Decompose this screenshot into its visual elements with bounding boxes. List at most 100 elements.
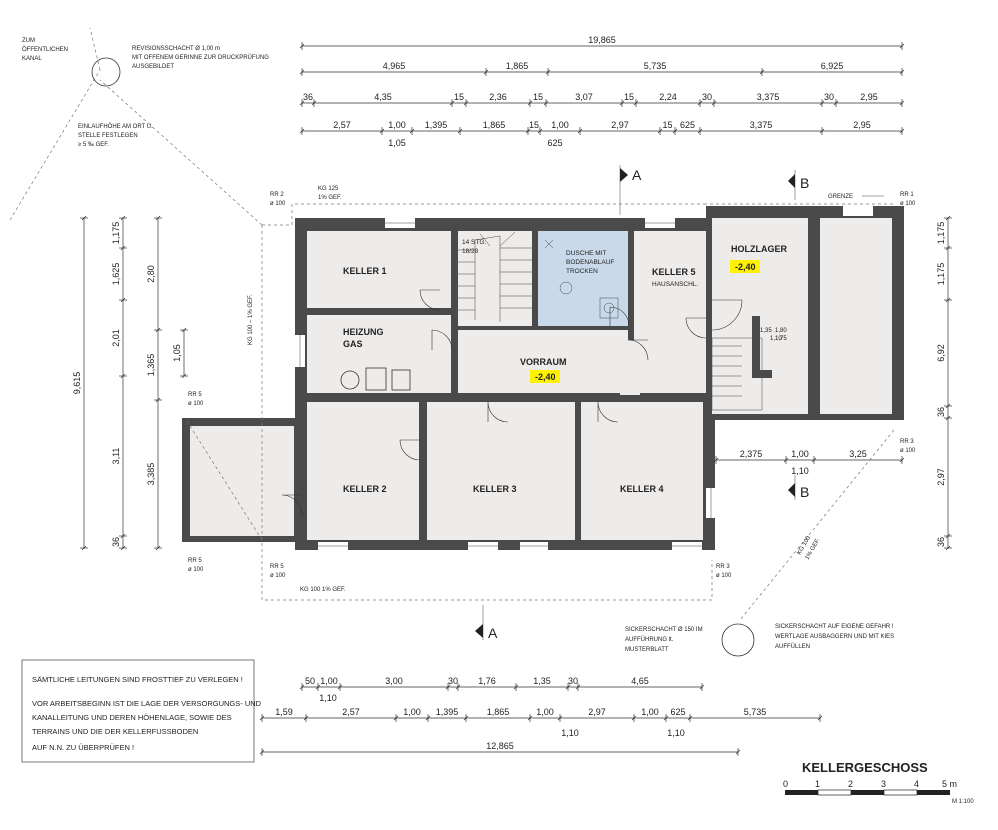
dim-top-row2-1: 1,865 (506, 61, 529, 71)
revision-shaft (91, 57, 121, 87)
note-sicker-3: MUSTERBLATT (625, 647, 669, 653)
room-holzlager: HOLZLAGER (731, 244, 787, 254)
rr5-size-2: ø 100 (188, 567, 204, 573)
dim-left-total-0: 9,615 (72, 372, 82, 395)
room-heizung: HEIZUNG (343, 327, 384, 337)
stairs-holzlager (711, 316, 772, 411)
note-einlauf-3: ≥ 5 ‰ GEF. (78, 142, 109, 148)
room-vorraum: VORRAUM (520, 357, 567, 367)
dim-top-row4-3: 1,865 (483, 120, 506, 130)
note-revision-2: MIT OFFENEM GERINNE ZUR DRUCKPRÜFUNG (132, 54, 269, 61)
dim-top-row3-7: 2,24 (659, 92, 677, 102)
dim-left-outer-1: 1,625 (111, 263, 121, 286)
note-line-2: VOR ARBEITSBEGINN IST DIE LAGE DER VERSO… (32, 699, 262, 708)
scale-tick-0: 0 (783, 779, 788, 789)
rr5-label-2: RR 5 (188, 558, 202, 564)
dim-bottom-row2-6: 2,97 (588, 707, 606, 717)
dim-bottom-row2-0: 1,59 (275, 707, 293, 717)
dim-left-inner-0: 1,05 (172, 344, 182, 362)
scale-tick-4: 4 (914, 779, 919, 789)
note-line-1: SÄMTLICHE LEITUNGEN SIND FROSTTIEF ZU VE… (32, 675, 243, 684)
dim-right-0: 1,175 (936, 222, 946, 245)
dim-top-row3-5: 3,07 (575, 92, 593, 102)
level-marker-holzlager (730, 260, 760, 273)
dim-left-outer-0: 1,175 (111, 222, 121, 245)
dim-left-outer-2: 2,01 (111, 329, 121, 347)
dim-bottom-row1b: 1,10 (319, 693, 337, 703)
room-labels: KELLER 1 HEIZUNG GAS 14 STG. 18/28 DUSCH… (343, 239, 787, 494)
dim-top-row3-0: 36 (303, 92, 313, 102)
section-a-top: A (632, 167, 642, 183)
seepage-shaft (721, 623, 755, 657)
notes-box: SÄMTLICHE LEITUNGEN SIND FROSTTIEF ZU VE… (21, 659, 262, 763)
note-line-5: AUF N.N. ZU ÜBERPRÜFEN ! (32, 743, 134, 752)
room-keller-1: KELLER 1 (343, 266, 387, 276)
dim-left-mid-1: 1,365 (146, 354, 156, 377)
dim-bottom-row1-5: 1,35 (533, 676, 551, 686)
note-line-3: KANALLEITUNG UND DEREN HÖHENLAGE, SOWIE … (32, 713, 232, 722)
building (182, 206, 904, 550)
dim-top-row3-11: 2,95 (860, 92, 878, 102)
shower-label-2: BODENABLAUF (566, 259, 614, 266)
dim-top-row4b-0: 1,05 (388, 138, 406, 148)
dim-bottom-row2-9: 5,735 (744, 707, 767, 717)
tank-icon (365, 367, 387, 391)
scale-ratio: M 1:100 (952, 799, 974, 805)
dim-bottom-row1-7: 4,65 (631, 676, 649, 686)
rr5-label-1: RR 5 (188, 392, 202, 398)
room-keller-3: KELLER 3 (473, 484, 517, 494)
dim-top-row4-8: 625 (680, 120, 695, 130)
room-keller-4: KELLER 4 (620, 484, 664, 494)
dim-top-row4-1: 1,00 (388, 120, 406, 130)
grenze-label: GRENZE (828, 194, 853, 200)
note-kanal-3: KANAL (22, 56, 42, 62)
rr3-size-2: ø 100 (716, 573, 732, 579)
dim-bottom-row1-6: 30 (568, 676, 578, 686)
note-sicker-2: AUFFÜHRUNG lt. (625, 636, 674, 643)
rr1-label: RR 1 (900, 192, 914, 198)
boiler-icon (340, 370, 360, 390)
rr5-label-3: RR 5 (270, 564, 284, 570)
toilet-icon (559, 281, 573, 295)
dim-top-row3-10: 30 (824, 92, 834, 102)
dim-bottom-row2-7: 1,00 (641, 707, 659, 717)
stairs-dim-4: 1,75 (775, 336, 787, 342)
dim-top-row3-1: 4,35 (374, 92, 392, 102)
note-revision-1: REVISIONSSCHACHT Ø 1,00 m (132, 46, 220, 52)
dim-top-row4-6: 2,97 (611, 120, 629, 130)
dim-bottom-row2-5: 1,00 (536, 707, 554, 717)
rr3-size-1: ø 100 (900, 448, 916, 454)
dim-left-mid-0: 2,80 (146, 265, 156, 283)
level-holzlager: -2,40 (735, 262, 756, 272)
dim-bottom-row2b-1: 1,10 (667, 728, 685, 738)
dim-bottom-row2-8: 625 (670, 707, 685, 717)
dim-top-total-0: 19,865 (588, 35, 616, 45)
page-title: KELLERGESCHOSS (802, 760, 928, 775)
shower-label-1: DUSCHE MIT (566, 250, 606, 257)
note-eigen-3: AUFFÜLLEN (775, 643, 810, 650)
stairs-label: 14 STG. (462, 239, 486, 246)
shower-icon (544, 239, 554, 249)
tank-icon-2 (391, 369, 411, 391)
dim-top-row3-2: 15 (454, 92, 464, 102)
dim-top-row4-7: 15 (662, 120, 672, 130)
stairs-main (458, 231, 532, 322)
dim-left-mid-2: 3,385 (146, 463, 156, 486)
section-b-bottom: B (800, 484, 809, 500)
room-keller-5: KELLER 5 (652, 267, 696, 277)
stairs-dim-2: 1,80 (775, 328, 787, 334)
note-einlauf-2: STELLE FESTLEGEN (78, 133, 138, 139)
section-b-top: B (800, 175, 809, 191)
dim-top-row4-10: 2,95 (853, 120, 871, 130)
section-markers: A A B B (475, 165, 809, 641)
room-keller-5-sub: HAUSANSCHL. (652, 281, 698, 288)
note-eigen-2: WERTLAGE AUSBAGGERN UND MIT KIES (775, 634, 894, 640)
dim-top-row3-8: 30 (702, 92, 712, 102)
dim-top-row4-5: 1,00 (551, 120, 569, 130)
shower-floor (538, 231, 628, 326)
dim-right-4: 2,97 (936, 468, 946, 486)
dim-bottom-row1-3: 30 (448, 676, 458, 686)
dim-top-row4-0: 2,57 (333, 120, 351, 130)
dim-bottom-row2-4: 1,865 (487, 707, 510, 717)
stairs-dim-1: 1,35 (760, 328, 772, 334)
